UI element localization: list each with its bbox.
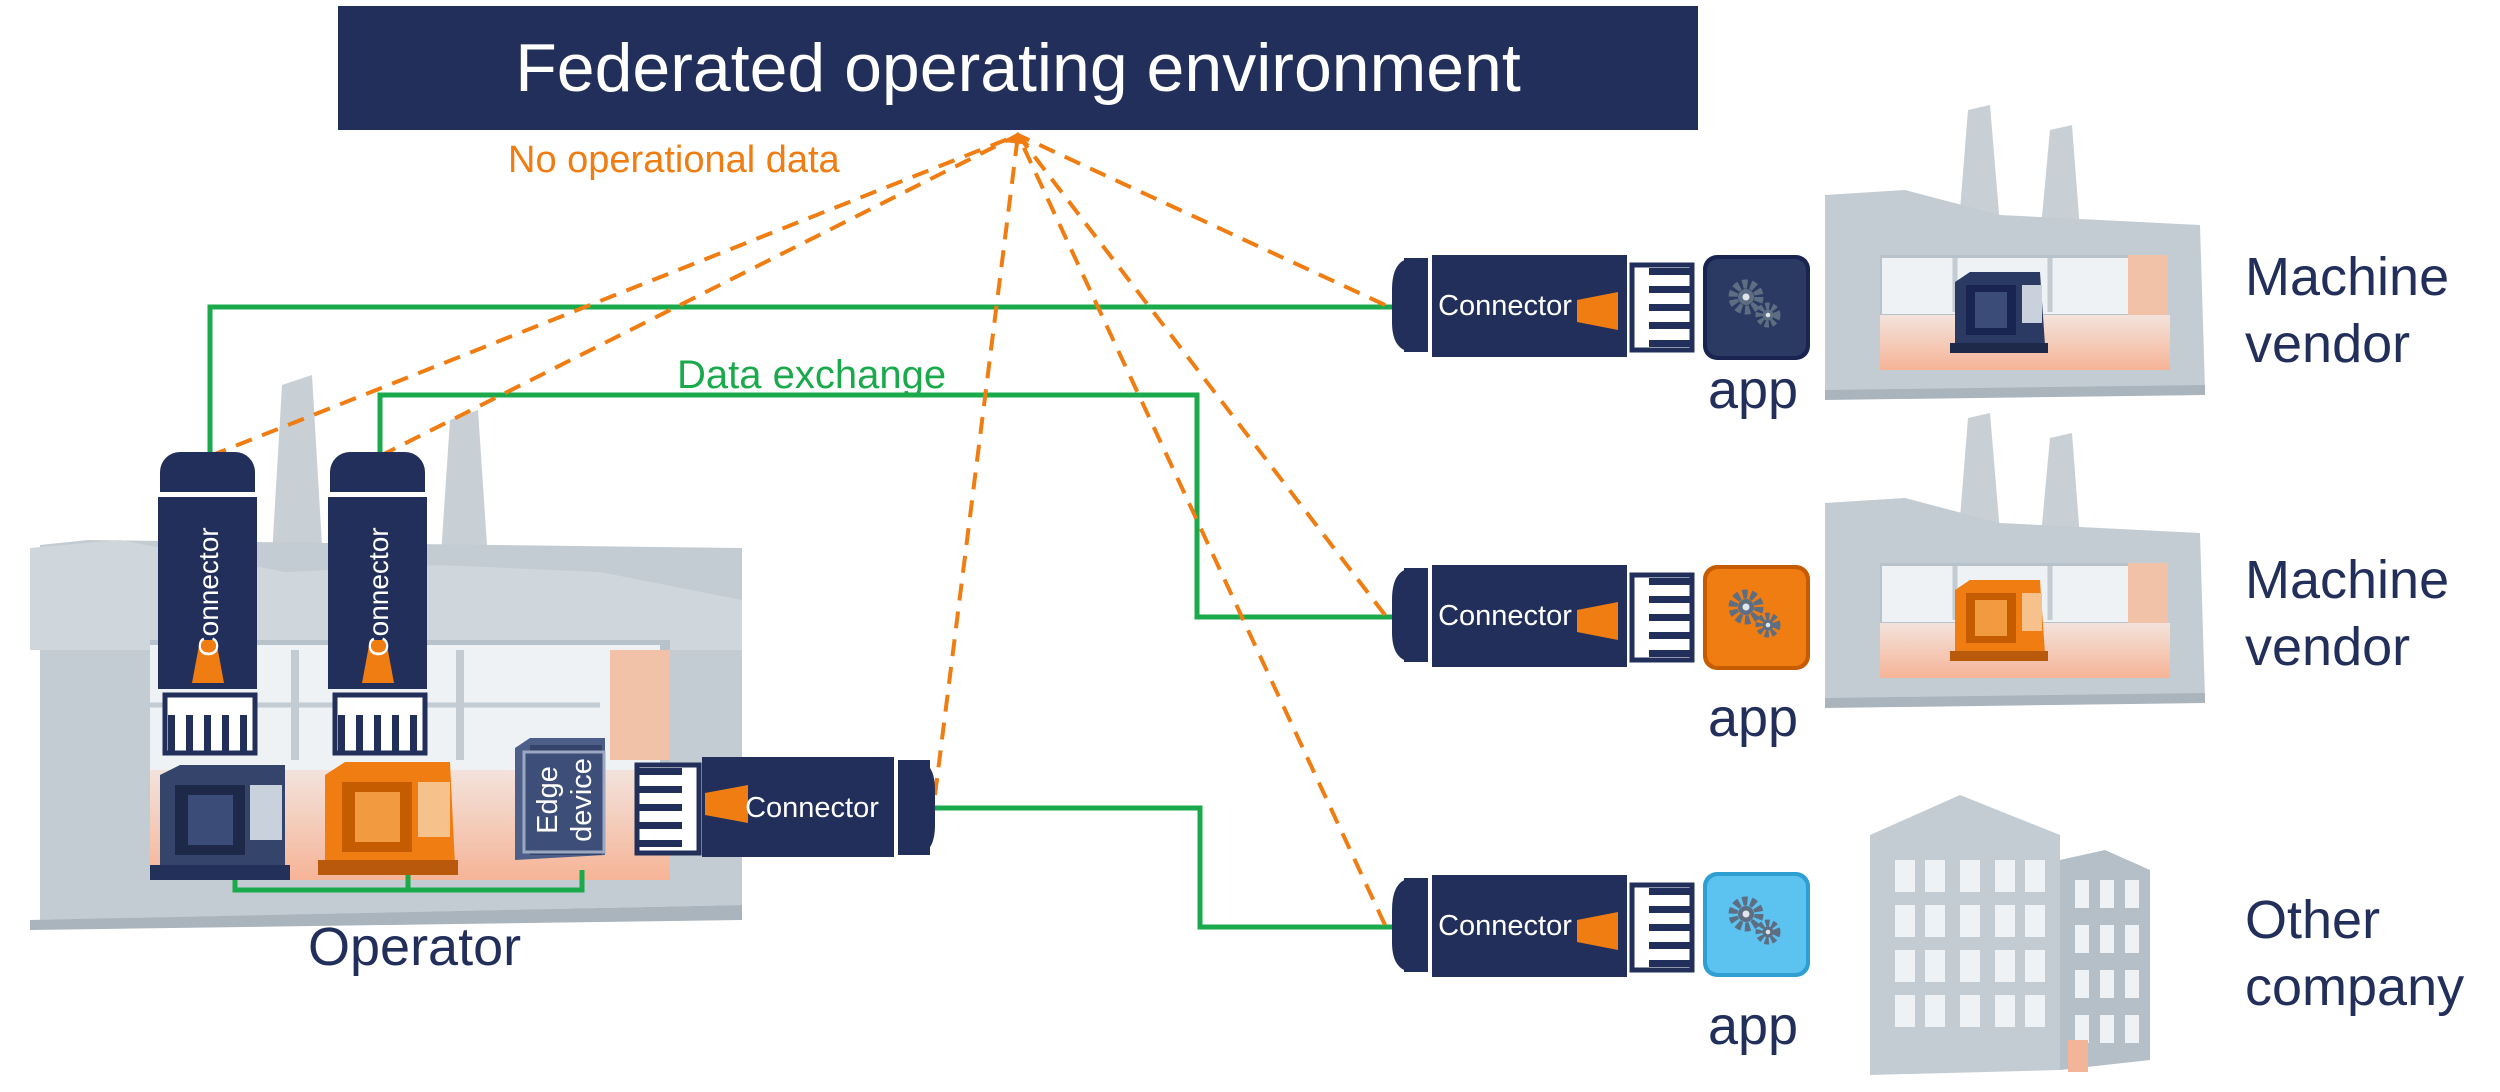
edge-device-label: device xyxy=(566,758,598,842)
dashed-link xyxy=(209,133,1019,458)
data-exchange-line xyxy=(377,392,1395,620)
cnc-machine-icon xyxy=(150,765,290,880)
connector-plug-icon[interactable]: Connector xyxy=(158,452,258,756)
app-tile[interactable] xyxy=(1703,872,1810,977)
participant-name-line: Machine xyxy=(2245,550,2449,610)
vendor-factory-icon xyxy=(1825,413,2205,708)
connector-label: Connector xyxy=(193,527,224,656)
app-tile[interactable] xyxy=(1703,565,1810,670)
cnc-machine-icon xyxy=(1950,580,2048,661)
participant-name-line: Other xyxy=(2245,890,2380,950)
app-label: app xyxy=(1708,360,1798,420)
app-label: app xyxy=(1708,688,1798,748)
participant-name: Other company xyxy=(2245,890,2464,1017)
page-title: Federated operating environment xyxy=(515,30,1521,106)
dashed-link xyxy=(1016,134,1387,926)
connector-label: Connector xyxy=(363,527,394,656)
data-exchange-line xyxy=(207,304,1395,456)
dashed-link xyxy=(933,134,1020,796)
participant-name: Machine vendor xyxy=(2245,247,2449,374)
operator-label: Operator xyxy=(308,917,521,977)
participant-name-line: vendor xyxy=(2245,314,2410,374)
no-operational-data-label: No operational data xyxy=(508,139,841,181)
data-exchange-label: Data exchange xyxy=(677,353,946,397)
participant-name: Machine vendor xyxy=(2245,550,2449,677)
app-label: app xyxy=(1708,996,1798,1056)
arrowhead xyxy=(1004,132,1030,145)
cnc-machine-icon xyxy=(1950,272,2048,353)
participant-name-line: vendor xyxy=(2245,617,2410,677)
connector-plug-icon[interactable]: Connector xyxy=(1392,875,1695,977)
dashed-link xyxy=(379,133,1019,458)
edge-device-server-icon: Edge device xyxy=(515,738,606,860)
vendor-factory-icon xyxy=(1825,105,2205,400)
connector-plug-icon[interactable]: Connector xyxy=(1392,565,1695,667)
connector-plug-icon[interactable]: Connector xyxy=(1392,255,1695,357)
data-exchange-line xyxy=(930,805,1395,930)
participant-name-line: Machine xyxy=(2245,247,2449,307)
title-banner: Federated operating environment xyxy=(338,6,1698,130)
dashed-link xyxy=(1016,133,1387,617)
connector-label: Connector xyxy=(1438,600,1572,632)
connector-label: Connector xyxy=(1438,910,1572,942)
app-tile[interactable] xyxy=(1703,255,1810,360)
dashed-link xyxy=(1017,133,1386,307)
connector-label: Connector xyxy=(745,792,879,824)
cnc-machine-icon xyxy=(318,762,458,875)
office-building-icon xyxy=(1870,795,2150,1075)
connector-plug-icon[interactable]: Connector xyxy=(634,757,935,857)
no-operational-data-lines xyxy=(209,133,1387,926)
connector-plug-icon[interactable]: Connector xyxy=(328,452,428,756)
connector-label: Connector xyxy=(1438,290,1572,322)
participant-name-line: company xyxy=(2245,957,2464,1017)
edge-device-label: Edge xyxy=(532,766,564,834)
